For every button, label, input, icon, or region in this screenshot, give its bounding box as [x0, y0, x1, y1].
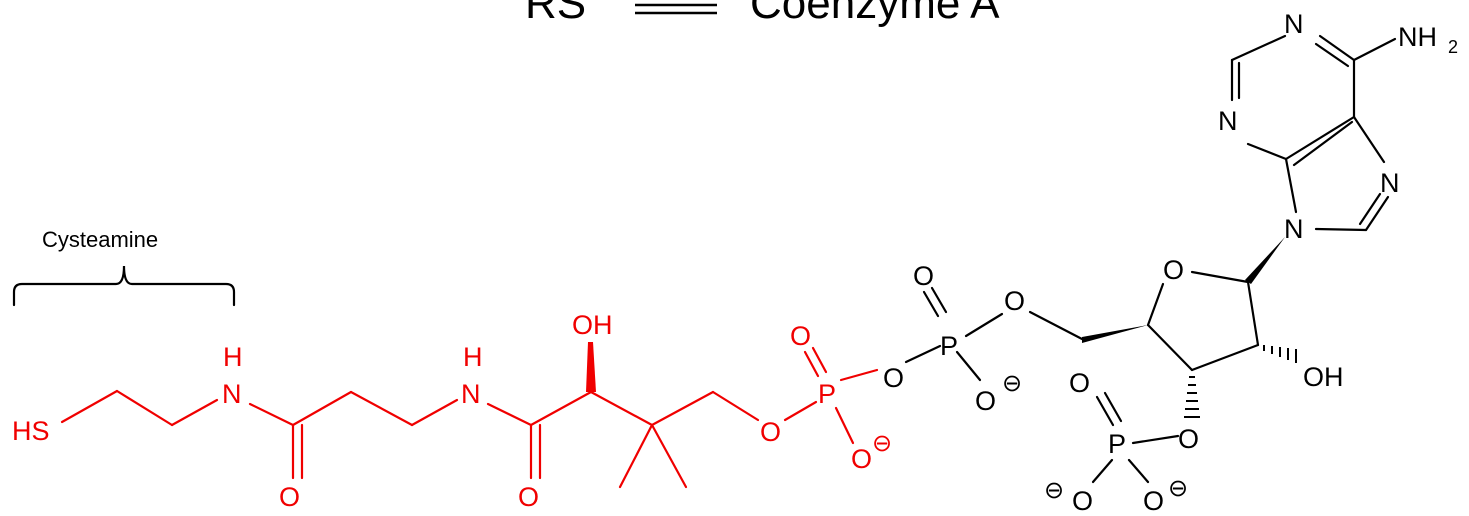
atom-p3: P — [1108, 429, 1126, 459]
o3-hash-bond — [1184, 376, 1200, 418]
atom-o5-charge: ⊖ — [872, 430, 892, 457]
atom-p2: P — [940, 331, 958, 361]
adenosine-diphosphate-atoms: O P O O O ⊖ O N N N N NH 2 OH O P O O ⊖ … — [883, 9, 1458, 516]
bracket-line — [12, 265, 236, 307]
atom-oh1: OH — [572, 310, 613, 340]
atom-o13: O — [1143, 486, 1164, 516]
atom-o11: O — [1069, 368, 1090, 398]
atom-nh1-h: H — [223, 342, 243, 372]
atom-o3: O — [760, 417, 781, 447]
atom-o6: O — [883, 363, 904, 393]
atom-n7: N — [1380, 168, 1400, 198]
atom-o1: O — [279, 482, 300, 512]
adenosine-diphosphate-bonds — [904, 34, 1397, 484]
atom-hs: HS — [12, 416, 50, 446]
atom-nh2-h: H — [463, 342, 483, 372]
atom-p1: P — [818, 379, 836, 409]
atom-o4: O — [790, 321, 811, 351]
pantetheine-phosphate-bonds — [60, 342, 879, 489]
atom-n9: N — [1284, 214, 1304, 244]
structure-title: RS Coenzyme A — [525, 0, 1000, 28]
atom-o9: O — [975, 386, 996, 416]
atom-o2: O — [518, 482, 539, 512]
atom-nh2: NH — [1398, 22, 1437, 52]
cysteamine-bracket: Cysteamine — [12, 227, 236, 307]
c1-wedge-bond — [1245, 237, 1285, 284]
atom-nh2-subscript: 2 — [1448, 37, 1458, 57]
atom-o8: O — [1004, 286, 1025, 316]
atom-o12: O — [1072, 486, 1093, 516]
oh-hash-bond — [1263, 345, 1297, 363]
atom-o7: O — [913, 261, 934, 291]
atom-nh1-n: N — [222, 379, 242, 409]
title-rs: RS — [525, 0, 586, 28]
atom-oh2: OH — [1303, 362, 1344, 392]
cysteamine-label: Cysteamine — [42, 227, 158, 252]
atom-o5: O — [851, 444, 872, 474]
atom-o13-charge: ⊖ — [1168, 475, 1188, 502]
atom-n1: N — [1284, 9, 1304, 39]
pantetheine-phosphate-atoms: HS H N O H N O OH O P O O ⊖ — [12, 310, 892, 512]
title-coenzyme-a: Coenzyme A — [750, 0, 1000, 28]
atom-ring-o: O — [1163, 255, 1184, 285]
atom-o9-charge: ⊖ — [1002, 370, 1022, 397]
oh-wedge-bond — [586, 342, 596, 392]
atom-n3: N — [1218, 106, 1238, 136]
atom-o12-charge: ⊖ — [1044, 477, 1064, 504]
atom-nh2-n: N — [461, 379, 481, 409]
atom-o10: O — [1178, 424, 1199, 454]
c5-wedge-bond — [1082, 325, 1148, 343]
